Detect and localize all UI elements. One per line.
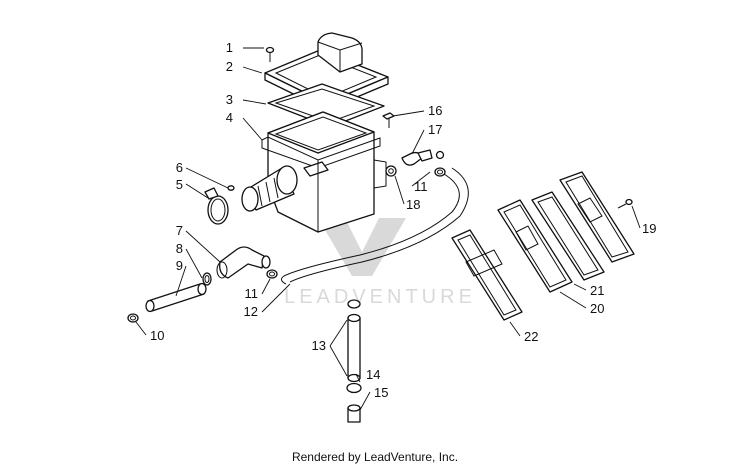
callout-2: 2 <box>226 59 233 74</box>
callout-11-upper: 11 <box>414 179 428 194</box>
tube-clamp <box>127 313 139 323</box>
air-box-housing <box>261 111 387 233</box>
fitting-grommet <box>385 165 397 177</box>
filter-cover-screw <box>617 198 633 209</box>
fitting-screw <box>382 112 395 128</box>
filter-cover <box>559 171 635 263</box>
callout-22: 22 <box>524 329 538 344</box>
filter-element <box>531 191 605 281</box>
drain-tube <box>347 313 361 383</box>
callout-6: 6 <box>176 160 183 175</box>
leader-lines <box>135 47 641 411</box>
filter-frame <box>497 199 573 293</box>
watermark-logo-mark <box>318 218 406 276</box>
small-clamp <box>202 272 212 286</box>
clamp-screw <box>227 185 235 191</box>
callout-8: 8 <box>176 241 183 256</box>
breather-tube <box>145 282 207 313</box>
callout-19: 19 <box>642 221 656 236</box>
callout-12: 12 <box>244 304 258 319</box>
callout-1: 1 <box>226 40 233 55</box>
boot-clamp <box>204 187 229 225</box>
watermark-brand-text: LEADVENTURE <box>284 286 476 308</box>
hose-clamp-upper <box>434 167 446 177</box>
callout-15: 15 <box>374 385 388 400</box>
rendered-by-credit: Rendered by LeadVenture, Inc. <box>291 450 459 464</box>
callout-18: 18 <box>406 197 420 212</box>
callout-9: 9 <box>176 258 183 273</box>
callout-13: 13 <box>312 338 326 353</box>
callout-5: 5 <box>176 177 183 192</box>
drain-clamp <box>346 382 362 394</box>
hose-clamp-lower <box>266 269 278 279</box>
callout-17: 17 <box>428 122 442 137</box>
callout-10: 10 <box>150 328 164 343</box>
leadventure-watermark: LEADVENTURE <box>284 218 476 308</box>
breather-elbow <box>216 246 271 279</box>
callout-7: 7 <box>176 223 183 238</box>
callout-3: 3 <box>226 92 233 107</box>
callout-labels: 1 2 3 4 5 6 7 8 9 10 11 11 12 13 14 15 1… <box>150 40 656 400</box>
breather-hose <box>280 167 469 285</box>
elbow-fitting <box>401 149 445 166</box>
drain-plug <box>347 404 361 423</box>
drain-cap-upper <box>347 299 361 309</box>
callout-4: 4 <box>226 110 233 125</box>
callout-21: 21 <box>590 283 604 298</box>
cover-screw <box>265 46 275 62</box>
callout-11-lower: 11 <box>245 286 259 301</box>
callout-16: 16 <box>428 103 442 118</box>
callout-20: 20 <box>590 301 604 316</box>
pre-filter-screen <box>451 229 523 321</box>
intake-boot <box>241 165 298 212</box>
callout-14: 14 <box>366 367 380 382</box>
